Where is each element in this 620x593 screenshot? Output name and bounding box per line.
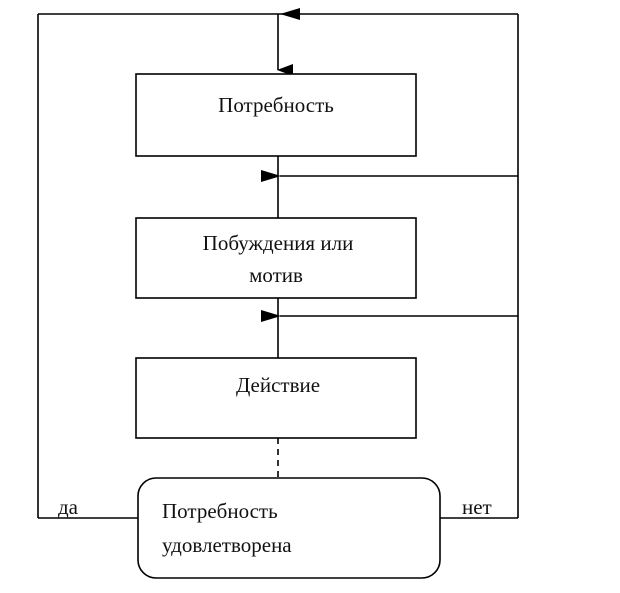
satisfied-label-line-2: удовлетворена [162, 533, 292, 557]
motive-label-line-1: Побуждения или [203, 231, 354, 255]
box-need [135, 73, 417, 157]
box-action [135, 357, 417, 439]
no-edge-label: нет [462, 495, 492, 519]
need-label: Потребность [218, 93, 334, 117]
satisfied-label-line-1: Потребность [162, 499, 278, 523]
top-arrow-head [280, 8, 300, 20]
box-motive [135, 217, 417, 299]
boxes [135, 73, 441, 579]
box-need-satisfied [137, 477, 441, 579]
connectors [37, 13, 519, 519]
yes-edge-label: да [58, 495, 79, 519]
motive-label-line-2: мотив [249, 263, 303, 287]
action-label: Действие [236, 373, 320, 397]
